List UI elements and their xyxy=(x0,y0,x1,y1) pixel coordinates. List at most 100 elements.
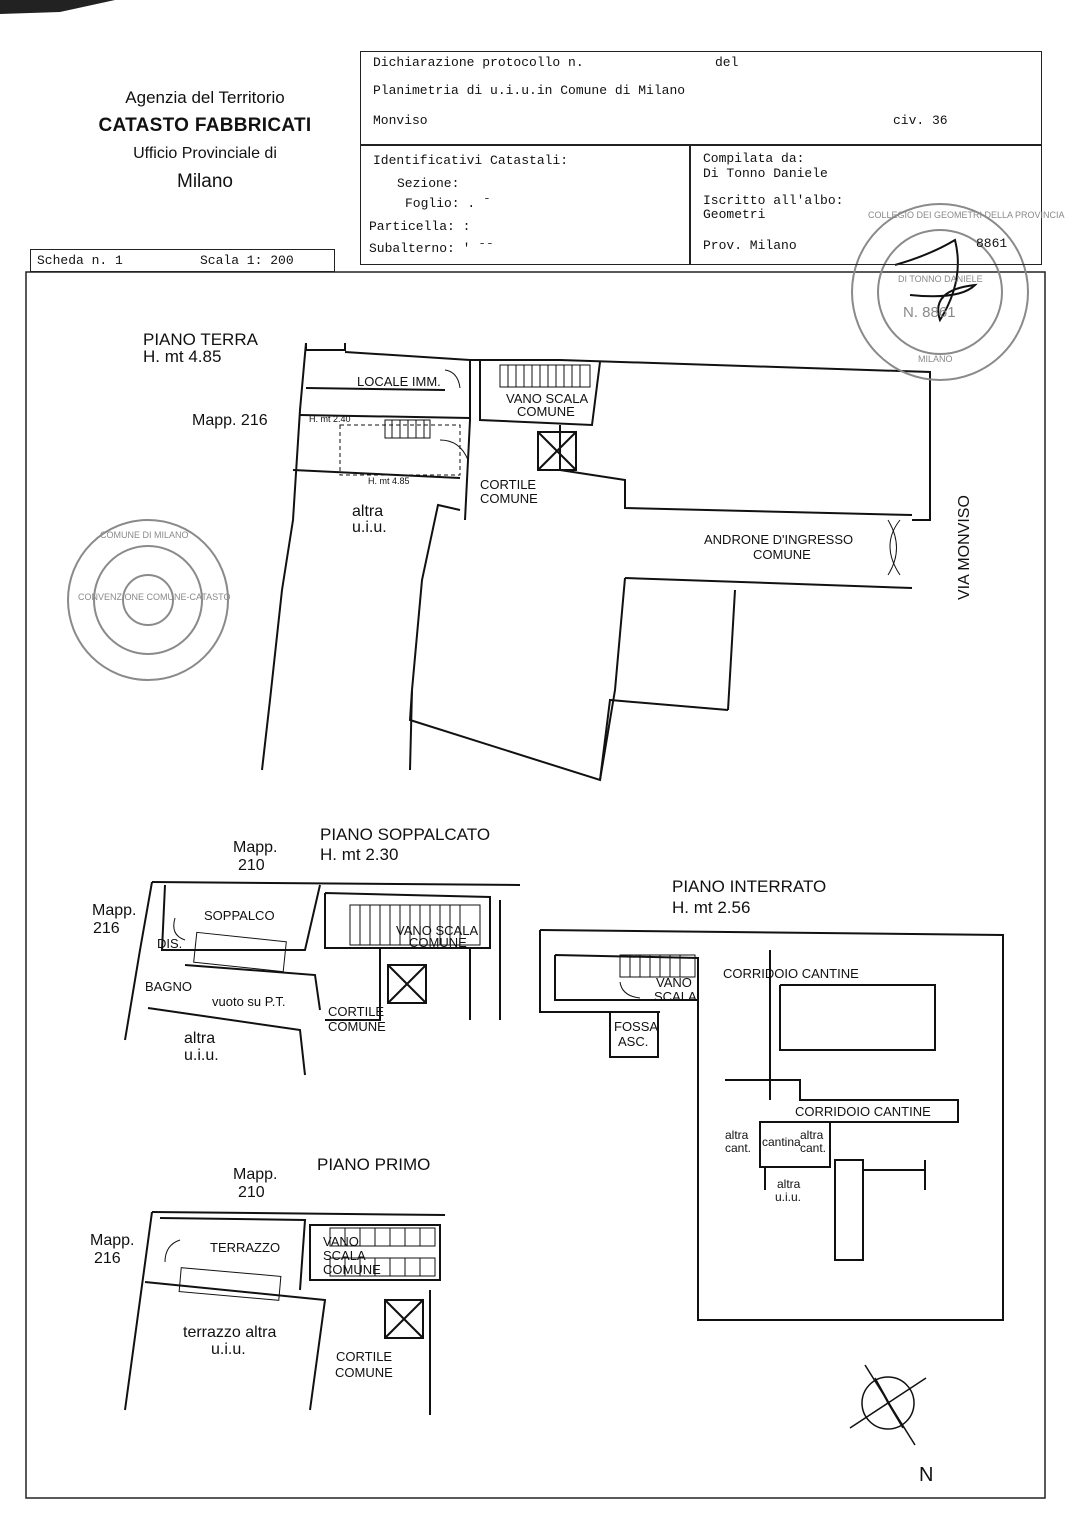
compiled-by-label: Compilata da: xyxy=(703,151,805,166)
planimetria-text: Planimetria di u.i.u.in Comune di Milano xyxy=(373,83,686,98)
altra-uiu-1: altra xyxy=(777,1177,801,1191)
altra-cant-right-2: cant. xyxy=(800,1141,827,1155)
piano-soppalcato-title: PIANO SOPPALCATO xyxy=(320,825,491,844)
subalterno-label: Subalterno: ' ˉˉ xyxy=(369,241,494,256)
corridoio-cantine-label: CORRIDOIO CANTINE xyxy=(723,966,859,981)
geometri-stamp xyxy=(851,203,1029,381)
asc-label: ASC. xyxy=(618,1034,649,1049)
comune-stamp-inner: CONVENZIONE COMUNE-CATASTO xyxy=(78,592,231,602)
declaration-protocol: Dichiarazione protocollo n. xyxy=(373,55,584,70)
scheda-box xyxy=(30,249,335,272)
androne-comune-label: COMUNE xyxy=(753,547,811,562)
stairs-primo xyxy=(164,1227,436,1301)
soppalcato-uiu: u.i.u. xyxy=(184,1047,219,1064)
vuoto-label: vuoto su P.T. xyxy=(212,994,286,1009)
interrato-scala-label: SCALA xyxy=(654,989,697,1004)
door-arcs-terra xyxy=(339,369,901,576)
altra-cant-right-1: altra xyxy=(800,1128,824,1142)
piano-interrato-title: PIANO INTERRATO xyxy=(672,877,827,896)
declaration-del: del xyxy=(715,55,739,70)
primo-mapp210: Mapp. xyxy=(233,1166,278,1183)
soppalcato-vano-scala: VANO SCALA xyxy=(396,923,479,938)
compiler-name: Di Tonno Daniele xyxy=(703,166,828,181)
bagno-label: BAGNO xyxy=(145,979,192,994)
north-arrow-icon xyxy=(849,1364,927,1446)
corridoio-cantine-2: CORRIDOIO CANTINE xyxy=(795,1104,931,1119)
cortile-comune-label: COMUNE xyxy=(480,491,538,506)
piano-primo-title: PIANO PRIMO xyxy=(317,1155,431,1174)
soppalcato-mapp210: Mapp. xyxy=(233,839,278,856)
androne-label: ANDRONE D'INGRESSO xyxy=(704,532,854,547)
piano-primo-walls xyxy=(124,1211,446,1415)
sezione-label: Sezione: xyxy=(397,176,460,191)
primo-mapp216: Mapp. xyxy=(90,1232,135,1249)
fossa-label: FOSSA xyxy=(614,1019,659,1034)
piano-terra-mapp216: Mapp. 216 xyxy=(192,412,268,429)
agency-name: Agenzia del Territorio xyxy=(125,88,285,107)
albo-value: Geometri xyxy=(703,207,766,222)
soppalcato-altra: altra xyxy=(184,1030,216,1047)
scheda-number: Scheda n. 1 xyxy=(37,253,123,268)
enrolled-label: Iscritto all'albo: xyxy=(703,193,844,208)
civic-number: civ. 36 xyxy=(893,113,948,128)
comune-stamp xyxy=(67,519,229,681)
agency-block: Agenzia del Territorio CATASTO FABBRICAT… xyxy=(60,84,350,196)
stairs-interrato xyxy=(619,954,696,999)
scheda-scale: Scala 1: 200 xyxy=(200,253,294,268)
geometri-stamp-city: MILANO xyxy=(918,354,953,364)
foglio-label: Foglio: . ˉ xyxy=(405,196,491,211)
compiler-number: 8861 xyxy=(976,236,1008,251)
vano-scala-comune: COMUNE xyxy=(517,404,575,419)
cantina-label: cantina xyxy=(762,1135,801,1149)
identifiers-title: Identificativi Catastali: xyxy=(373,153,569,168)
primo-vano-label: VANO xyxy=(323,1234,359,1249)
height-485-label: H. mt 4.85 xyxy=(368,476,410,486)
stairs-terra xyxy=(384,364,591,439)
primo-cortile-comune: COMUNE xyxy=(335,1365,393,1380)
particella-label: Particella: : xyxy=(369,219,471,234)
primo-mapp216-num: 216 xyxy=(94,1250,121,1267)
height-240-label: H. mt 2.40 xyxy=(309,414,351,424)
drawing-frame xyxy=(25,271,1046,1499)
piano-terra-height: H. mt 4.85 xyxy=(143,347,222,366)
soppalcato-mapp216-num: 216 xyxy=(93,920,120,937)
altra-cant-left-1: altra xyxy=(725,1128,749,1142)
piano-interrato-height: H. mt 2.56 xyxy=(672,898,751,917)
geometri-stamp-top: COLLEGIO DEI GEOMETRI DELLA PROVINCIA xyxy=(868,210,1065,220)
comune-stamp-text: COMUNE DI MILANO xyxy=(100,530,189,540)
vano-scala-label: VANO SCALA xyxy=(506,391,589,406)
geometri-signature xyxy=(894,238,978,323)
geometri-stamp-center: DI TONNO DANIELE xyxy=(898,274,983,284)
soppalcato-mapp216: Mapp. xyxy=(92,902,137,919)
geometri-stamp-number: N. 8861 xyxy=(903,304,956,321)
piano-soppalcato-walls xyxy=(124,881,521,1076)
locale-imm-label: LOCALE IMM. xyxy=(357,374,441,389)
interrato-vano-label: VANO xyxy=(656,975,692,990)
catasto-title: CATASTO FABBRICATI xyxy=(98,115,312,136)
piano-soppalcato-height: H. mt 2.30 xyxy=(320,845,399,864)
terrazzo-altra-label: terrazzo altra xyxy=(183,1324,277,1341)
piano-terra-walls xyxy=(261,342,931,782)
terrazzo-label: TERRAZZO xyxy=(210,1240,281,1255)
office-city: Milano xyxy=(177,171,233,192)
province-value: Prov. Milano xyxy=(703,238,797,253)
soppalco-label: SOPPALCO xyxy=(204,908,275,923)
street-name: Monviso xyxy=(373,113,428,128)
north-label: N xyxy=(919,1464,934,1486)
dis-label: DIS. xyxy=(157,936,183,951)
declaration-box xyxy=(360,51,1042,145)
altra-cant-left-2: cant. xyxy=(725,1141,752,1155)
primo-mapp210-num: 210 xyxy=(238,1184,265,1201)
uiu-label: u.i.u. xyxy=(352,519,387,536)
primo-uiu-label: u.i.u. xyxy=(211,1341,246,1358)
identifiers-box xyxy=(360,145,1042,265)
altra-uiu-2: u.i.u. xyxy=(775,1190,802,1204)
piano-terra-title: PIANO TERRA xyxy=(143,330,258,349)
soppalcato-mapp210-num: 210 xyxy=(238,857,265,874)
scan-corner xyxy=(0,0,115,14)
identifiers-divider xyxy=(689,145,691,265)
cortile-label: CORTILE xyxy=(480,477,537,492)
via-monviso-label: VIA MONVISO xyxy=(956,495,973,600)
primo-scala-label: SCALA xyxy=(323,1248,366,1263)
